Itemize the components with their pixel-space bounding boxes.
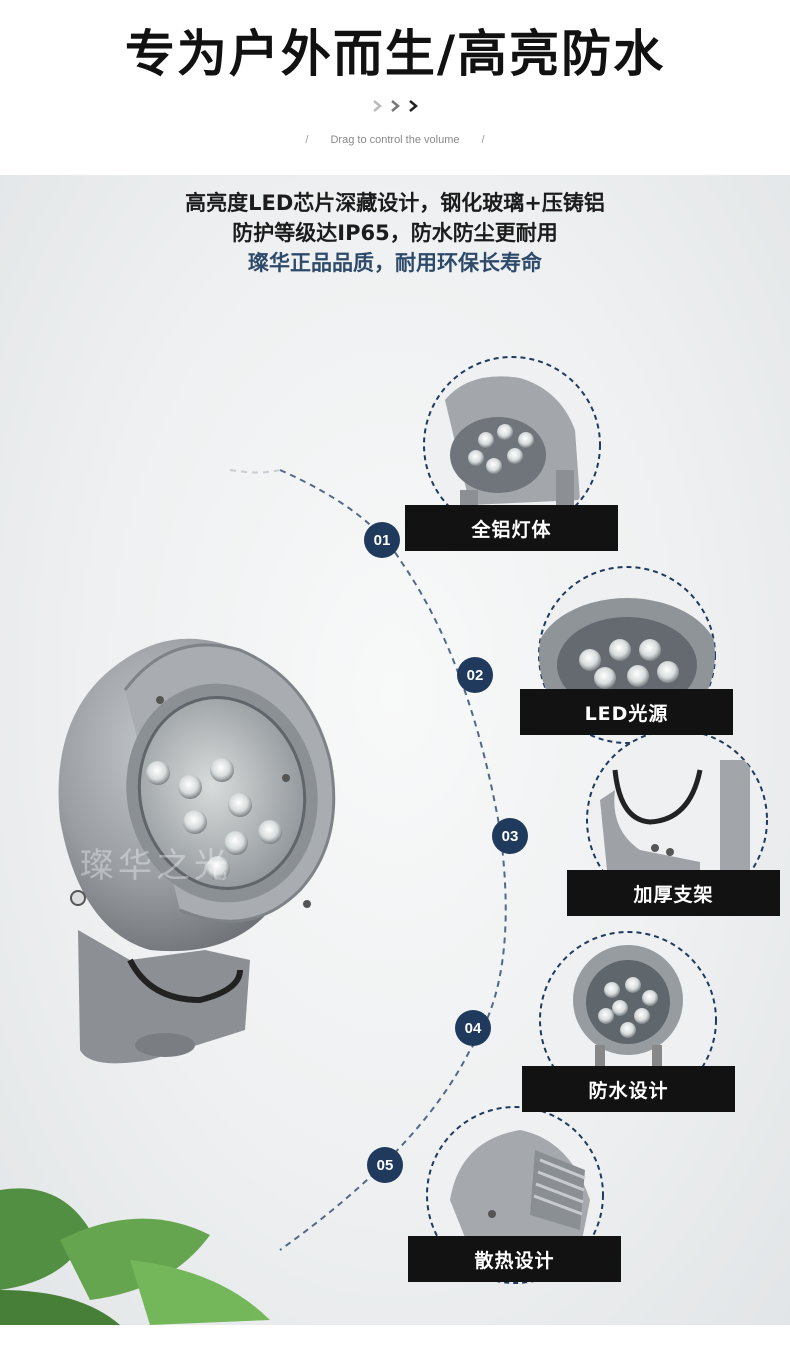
description-line-2: 防护等级达IP65，防水防尘更耐用	[232, 221, 558, 245]
page-title: 专为户外而生/高亮防水	[124, 25, 666, 83]
feature-number-4: 04	[455, 1010, 491, 1046]
drag-hint: / Drag to control the volume /	[0, 134, 790, 146]
header-section	[0, 0, 790, 175]
feature-label-5: 散热设计	[408, 1236, 621, 1282]
slash-left: /	[305, 134, 309, 146]
main-lamp	[58, 638, 336, 1064]
feature-circle-1	[423, 356, 601, 534]
feature-label-4: 防水设计	[522, 1066, 735, 1112]
feature-label-3: 加厚支架	[567, 870, 780, 916]
feature-label-1: 全铝灯体	[405, 505, 618, 551]
plant-leaves	[0, 1188, 270, 1325]
bottom-strip	[0, 1325, 790, 1348]
feature-number-1: 01	[364, 522, 400, 558]
feature-number-3: 03	[492, 818, 528, 854]
feature-number-2: 02	[457, 657, 493, 693]
description-block: 高亮度LED芯片深藏设计，钢化玻璃+压铸铝 防护等级达IP65，防水防尘更耐用 …	[0, 188, 790, 278]
feature-number-5: 05	[367, 1147, 403, 1183]
chevrons-icon	[373, 100, 418, 112]
description-line-1: 高亮度LED芯片深藏设计，钢化玻璃+压铸铝	[185, 191, 605, 215]
feature-label-2: LED光源	[520, 689, 733, 735]
watermark: 璨华之光	[80, 846, 232, 886]
drag-hint-text: Drag to control the volume	[330, 134, 460, 146]
slash-right: /	[481, 134, 485, 146]
feature-circle-4	[539, 931, 717, 1109]
description-line-3: 璨华正品品质，耐用环保长寿命	[248, 251, 542, 275]
